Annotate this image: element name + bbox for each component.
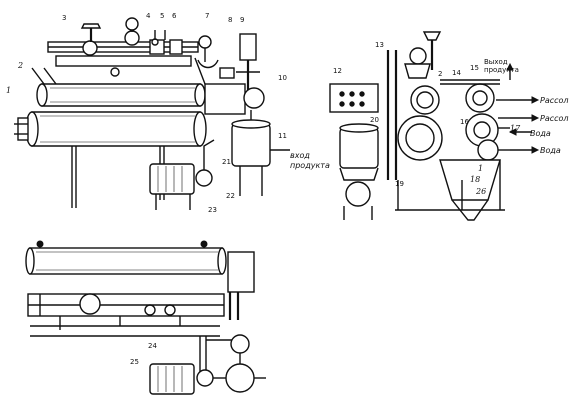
heat-exchanger-cylinder-upper bbox=[36, 83, 206, 107]
callout-17: 17 bbox=[510, 124, 521, 133]
product-tank bbox=[231, 110, 290, 196]
callout-13: 13 bbox=[375, 41, 384, 49]
cone-hopper bbox=[439, 159, 501, 221]
callout-26: 26 bbox=[475, 187, 486, 196]
callout-24: 24 bbox=[148, 342, 157, 350]
plan-pump bbox=[149, 363, 266, 395]
callout-1-side: 1 bbox=[478, 164, 483, 173]
unit-plan-view: 24 25 bbox=[25, 240, 266, 395]
control-panel bbox=[329, 83, 379, 113]
product-inlet-label-line2: продукта bbox=[290, 161, 330, 170]
callout-12: 12 bbox=[333, 67, 342, 75]
callout-9: 9 bbox=[240, 16, 244, 24]
callout-15: 15 bbox=[470, 64, 479, 72]
top-valves bbox=[80, 17, 166, 46]
product-outlet-label-line1: Выход bbox=[484, 58, 508, 66]
water-inlet-label: Вода bbox=[540, 146, 561, 155]
brine-outlet-label-2: Рассол bbox=[540, 114, 569, 123]
callout-3: 3 bbox=[62, 14, 66, 22]
callout-23: 23 bbox=[208, 206, 217, 214]
unit-front-view: 1 2 3 4 5 6 7 8 9 10 11 21 22 23 вход пр… bbox=[6, 12, 330, 214]
product-inlet-label-line1: вход bbox=[290, 151, 310, 160]
callout-2: 2 bbox=[17, 61, 23, 70]
callout-22: 22 bbox=[226, 192, 235, 200]
callout-21: 21 bbox=[222, 158, 231, 166]
water-label: Вода bbox=[530, 129, 551, 138]
central-column bbox=[386, 31, 442, 180]
callout-25: 25 bbox=[130, 358, 139, 366]
plan-manifold-lower bbox=[27, 293, 225, 337]
callout-4: 4 bbox=[146, 12, 151, 20]
unit-side-view: 12 13 14 15 16 17 18 19 20 26 1 2 Выход … bbox=[329, 31, 569, 221]
flow-arrows bbox=[506, 62, 540, 154]
callout-20: 20 bbox=[370, 116, 379, 124]
callout-7: 7 bbox=[205, 12, 209, 20]
connector-tubes bbox=[31, 57, 206, 85]
flange-wheels bbox=[397, 83, 499, 161]
vertical-piping bbox=[204, 33, 265, 115]
callout-18: 18 bbox=[470, 175, 480, 184]
product-outlet-label-line2: продукта bbox=[484, 66, 519, 74]
callout-2-side: 2 bbox=[438, 70, 442, 78]
callout-1: 1 bbox=[6, 86, 11, 95]
brine-outlet-label-1: Рассол bbox=[540, 96, 569, 105]
callout-11: 11 bbox=[278, 132, 287, 140]
heat-exchanger-cylinder-lower bbox=[14, 111, 207, 147]
callout-5: 5 bbox=[160, 12, 164, 20]
side-tank bbox=[339, 123, 379, 220]
pressure-gauges bbox=[197, 35, 219, 69]
plan-cylinder-upper bbox=[25, 240, 227, 275]
callout-14: 14 bbox=[452, 69, 461, 77]
plan-pump-piping bbox=[199, 334, 250, 372]
upper-manifold bbox=[47, 39, 199, 77]
plan-riser bbox=[227, 251, 255, 320]
callout-10: 10 bbox=[278, 74, 287, 82]
callout-8: 8 bbox=[228, 16, 232, 24]
outlet-piping bbox=[440, 79, 510, 151]
callout-16: 16 bbox=[460, 118, 469, 126]
callout-6: 6 bbox=[172, 12, 177, 20]
pump-motor bbox=[149, 139, 215, 210]
callout-19: 19 bbox=[395, 180, 404, 188]
side-frame bbox=[395, 160, 505, 211]
